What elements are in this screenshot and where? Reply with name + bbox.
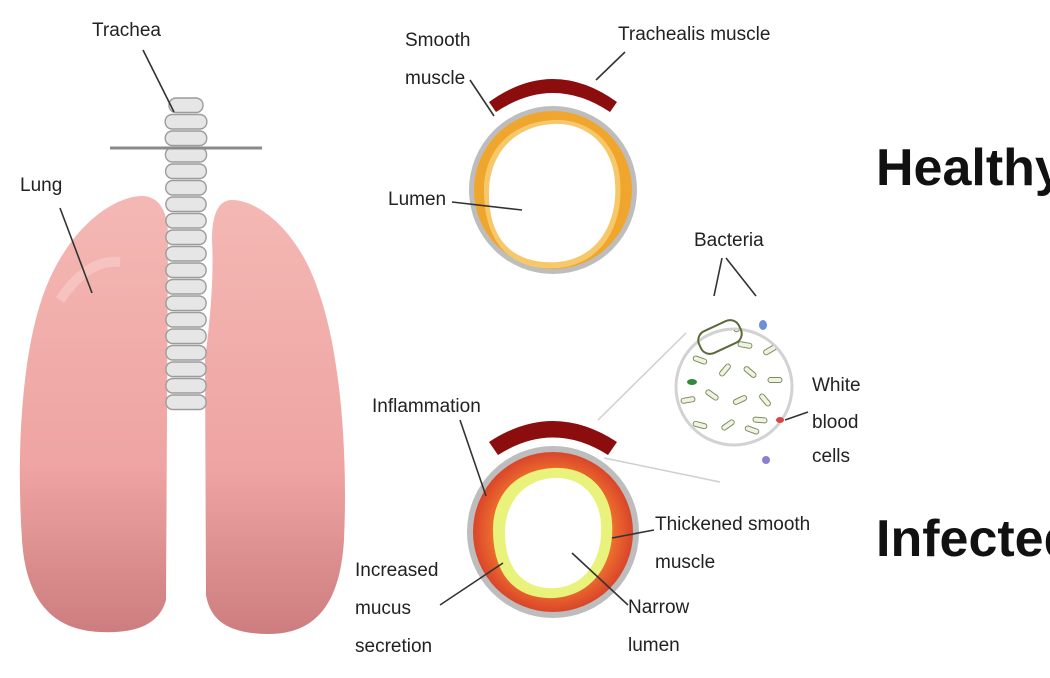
trachea-ring xyxy=(166,313,206,328)
leader-trachealis xyxy=(596,52,625,80)
bacterium xyxy=(693,300,708,309)
trachea-ring xyxy=(166,395,206,410)
trachea-ring xyxy=(166,214,206,229)
trachea-ring xyxy=(166,164,207,179)
leader-white-blood xyxy=(785,412,808,420)
lungs-illustration xyxy=(20,98,345,634)
bacterium xyxy=(753,417,767,423)
bacterium xyxy=(768,378,782,383)
bacteria-zoom xyxy=(598,294,792,482)
label-thickened-1: Thickened smooth xyxy=(655,514,810,535)
healthy-bronchus xyxy=(469,79,637,274)
label-trachealis-muscle: Trachealis muscle xyxy=(618,24,770,45)
trachea-ring xyxy=(166,263,206,278)
label-white-blood-1: White xyxy=(812,375,861,396)
label-increased-1: Increased xyxy=(355,560,438,581)
trachea-ring xyxy=(166,230,206,245)
label-smooth-muscle-2: muscle xyxy=(405,68,465,89)
trachea-ring xyxy=(166,280,206,295)
bacterium xyxy=(747,304,761,317)
narrow-lumen xyxy=(505,478,601,588)
leader-bacteria-2 xyxy=(726,258,756,296)
bacterium xyxy=(738,449,753,460)
trachea xyxy=(165,98,207,410)
label-trachea: Trachea xyxy=(92,20,161,41)
trachea-ring xyxy=(165,131,206,146)
trachea-ring xyxy=(169,98,203,113)
label-narrow-2: lumen xyxy=(628,635,680,656)
label-increased-2: mucus xyxy=(355,598,411,619)
infected-bronchus xyxy=(467,421,639,618)
trachea-ring xyxy=(166,329,206,344)
trachea-ring xyxy=(166,362,206,377)
bacterium xyxy=(721,294,736,305)
right-lung xyxy=(205,200,345,634)
trachea-ring xyxy=(166,181,207,196)
white-blood-cell-blue xyxy=(759,320,767,330)
heading-infected: Infected xyxy=(876,510,1050,568)
trachea-ring xyxy=(166,197,206,212)
label-inflammation: Inflammation xyxy=(372,396,481,417)
label-bacteria: Bacteria xyxy=(694,230,764,251)
healthy-lumen xyxy=(489,124,615,262)
bacterium xyxy=(711,446,726,453)
label-increased-3: secretion xyxy=(355,636,432,657)
label-smooth-muscle-1: Smooth xyxy=(405,30,470,51)
trachea-ring xyxy=(166,296,206,311)
leader-bacteria-1 xyxy=(714,258,722,296)
white-blood-cell-purple xyxy=(762,456,770,464)
trachea-ring xyxy=(166,247,206,262)
trachea-ring xyxy=(166,346,206,361)
bacterium xyxy=(684,323,695,338)
label-lung: Lung xyxy=(20,175,62,196)
trachea-ring xyxy=(165,115,207,130)
label-white-blood-3: cells xyxy=(812,446,850,467)
trachea-ring xyxy=(166,379,206,394)
trachea-ring xyxy=(165,148,206,163)
label-lumen: Lumen xyxy=(388,189,446,210)
label-narrow-1: Narrow xyxy=(628,597,690,618)
white-blood-cell-red xyxy=(776,417,784,423)
label-thickened-2: muscle xyxy=(655,552,715,573)
white-blood-cell-green xyxy=(687,379,697,385)
leader-smooth-muscle xyxy=(470,80,494,116)
leader-trachea xyxy=(143,50,174,112)
bacterium xyxy=(694,438,705,453)
leader-inflammation xyxy=(460,420,486,496)
label-white-blood-2: blood xyxy=(812,412,859,433)
heading-healthy: Healthy xyxy=(876,139,1050,197)
